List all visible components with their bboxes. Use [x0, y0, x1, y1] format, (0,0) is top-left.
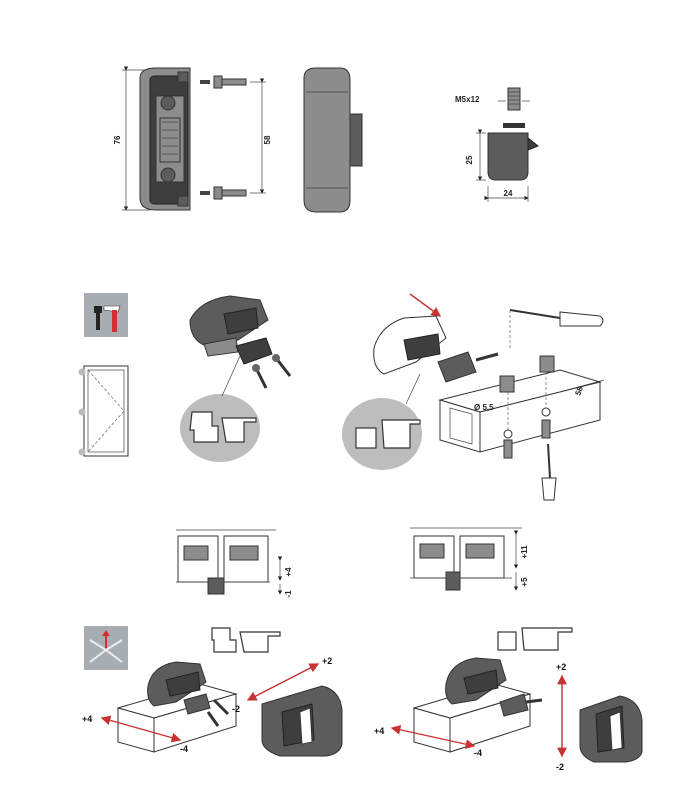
- dim-cap-width: 24: [504, 189, 513, 198]
- right-depth-plus: +2: [556, 662, 566, 672]
- install-right-keeper: [373, 293, 499, 383]
- install-left-keeper: [189, 295, 292, 389]
- left-vertical-minus: -1: [284, 590, 293, 598]
- door-sash-icon: [78, 365, 129, 457]
- dim-height-total: 76: [113, 135, 122, 144]
- cap-detail: [476, 87, 539, 202]
- dim-hole-spacing: 58: [263, 135, 272, 144]
- screwdriver-top: [509, 309, 604, 350]
- screws-side: [200, 75, 266, 200]
- left-horizontal-minus: -4: [180, 744, 188, 754]
- left-depth-minus: -2: [232, 704, 240, 714]
- clamp-pieces: [499, 355, 555, 459]
- section-right: [410, 527, 522, 591]
- right-vertical-minus: +5: [520, 577, 529, 587]
- right-vertical-plus: +11: [520, 545, 529, 559]
- tool-icon: [84, 293, 128, 337]
- keeper-side-view: [303, 67, 363, 213]
- dim-screw: M5x12: [455, 95, 480, 104]
- section-left: [176, 529, 283, 595]
- drill-distance-line: [559, 379, 605, 393]
- left-depth-plus: +2: [322, 656, 332, 666]
- adjust-left-profile: [211, 627, 281, 653]
- profile-detail-circle-right: [342, 373, 422, 470]
- dim-drill-distance: 58: [573, 385, 585, 397]
- profile-detail-circle-left: [180, 355, 260, 462]
- screwdriver-bottom: [541, 443, 557, 501]
- adjust-arrows-icon: [84, 626, 128, 670]
- adjust-left-assembly: [100, 661, 343, 757]
- right-horizontal-plus: +4: [374, 726, 384, 736]
- dim-drill-diameter: Ø 5,5: [474, 403, 494, 412]
- left-horizontal-plus: +4: [82, 714, 92, 724]
- right-depth-minus: -2: [556, 762, 564, 772]
- right-horizontal-minus: -4: [474, 748, 482, 758]
- adjust-right-assembly: [390, 657, 643, 763]
- keeper-front-view: [122, 66, 191, 211]
- adjust-right-profile: [497, 627, 573, 651]
- left-vertical-plus: +4: [284, 567, 293, 577]
- square-tube: [438, 369, 602, 453]
- dim-cap-height: 25: [465, 155, 474, 164]
